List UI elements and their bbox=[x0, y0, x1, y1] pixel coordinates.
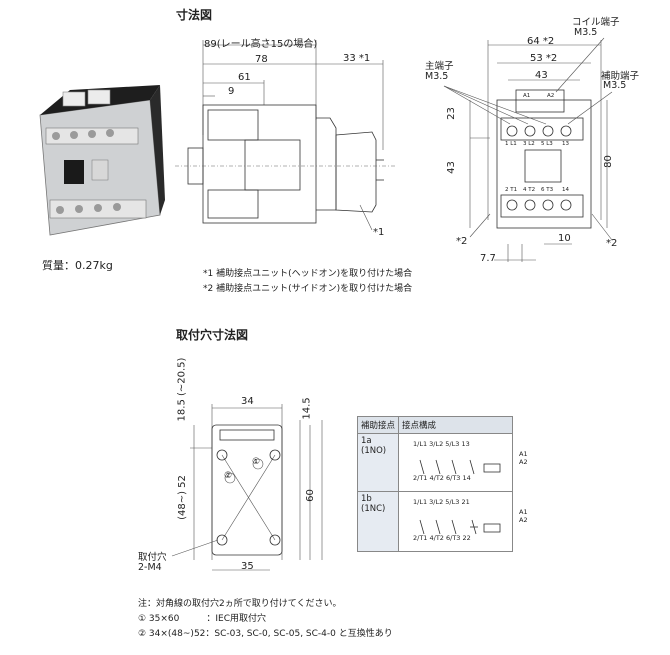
dim-89: 89(レール高さ15の場合) bbox=[204, 39, 318, 50]
dim-52: (48~) 52 bbox=[176, 475, 188, 520]
dim-33: 33 *1 bbox=[343, 53, 371, 64]
terminal-a1: A1 bbox=[523, 93, 531, 99]
coil-screw-label: M3.5 bbox=[574, 27, 598, 38]
mounting-title: 取付穴寸法図 bbox=[176, 328, 249, 342]
footnote-2: ① 35×60 ：IEC用取付穴 bbox=[138, 614, 266, 624]
dim-10: 10 bbox=[558, 233, 571, 244]
aux-contact-table: 補助接点 接点構成 1a (1NO) 1/L1 3/L2 5/L3 13 A1 … bbox=[357, 416, 528, 552]
footnote-3: ② 34×(48~)52：SC-03, SC-0, SC-05, SC-4-0 … bbox=[138, 629, 393, 639]
terminal-a2: A2 bbox=[547, 93, 555, 99]
dim-64: 64 *2 bbox=[527, 36, 555, 47]
dim-14-5: 14.5 bbox=[301, 397, 313, 420]
upper-term-3: 5 L3 bbox=[541, 141, 553, 147]
dim-18-5: 18.5 (~20.5) bbox=[176, 357, 188, 422]
aux-terminal-label: 補助端子 bbox=[601, 71, 640, 82]
row-1b-diagram: 1/L1 3/L2 5/L3 21 A1 A2 2/T1 4/T2 6/T3 2… bbox=[398, 491, 528, 552]
dim-34: 34 bbox=[241, 396, 254, 407]
row-1b-top: 1/L1 3/L2 5/L3 21 bbox=[413, 498, 470, 506]
dim-53: 53 *2 bbox=[530, 53, 558, 64]
table-header-aux: 補助接点 bbox=[357, 416, 399, 434]
main-terminal-label: 主端子 bbox=[425, 61, 454, 72]
hole-spec: 2-M4 bbox=[138, 562, 162, 573]
dim-43-top: 43 bbox=[535, 70, 548, 81]
lower-term-1: 2 T1 bbox=[505, 187, 518, 193]
dim-9: 9 bbox=[228, 86, 235, 97]
dim-78: 78 bbox=[255, 54, 268, 65]
side-view-drawing bbox=[175, 40, 395, 231]
dim-35: 35 bbox=[241, 561, 254, 572]
upper-term-4: 13 bbox=[562, 141, 569, 147]
circle-label-1: ① bbox=[252, 457, 261, 467]
callout-1: *1 bbox=[373, 227, 385, 238]
star-left: *2 bbox=[456, 236, 468, 247]
row-1a-type: 1a bbox=[361, 436, 372, 446]
upper-term-1: 1 L1 bbox=[505, 141, 517, 147]
row-1a-coil: A1 A2 bbox=[519, 450, 528, 466]
dim-43-left: 43 bbox=[445, 161, 457, 174]
dim-61: 61 bbox=[238, 72, 251, 83]
lower-term-2: 4 T2 bbox=[523, 187, 536, 193]
row-1a-sub: (1NO) bbox=[361, 446, 387, 456]
circle-label-2: ② bbox=[224, 471, 233, 481]
weight-label: 質量：0.27kg bbox=[42, 259, 113, 272]
note-1: *1 補助接点ユニット(ヘッドオン)を取り付けた場合 bbox=[203, 269, 413, 279]
row-1b-sub: (1NC) bbox=[361, 504, 386, 514]
row-1b-coil: A1 A2 bbox=[519, 508, 528, 524]
lower-term-3: 6 T3 bbox=[541, 187, 554, 193]
upper-term-2: 3 L2 bbox=[523, 141, 535, 147]
table-row-1a: 1a (1NO) bbox=[357, 433, 399, 492]
table-row-1b: 1b (1NC) bbox=[357, 491, 399, 552]
coil-terminal-label: コイル端子 bbox=[572, 17, 620, 28]
star-right: *2 bbox=[606, 238, 618, 249]
row-1a-bottom: 2/T1 4/T2 6/T3 14 bbox=[413, 474, 471, 482]
dim-80: 80 bbox=[602, 155, 614, 168]
row-1a-top: 1/L1 3/L2 5/L3 13 bbox=[413, 440, 470, 448]
row-1a-diagram: 1/L1 3/L2 5/L3 13 A1 A2 2/T1 4/T2 6/T3 1… bbox=[398, 433, 528, 492]
note-2: *2 補助接点ユニット(サイドオン)を取り付けた場合 bbox=[203, 284, 413, 294]
front-view-drawing bbox=[443, 37, 613, 262]
dim-23: 23 bbox=[445, 107, 457, 120]
aux-screw-label: M3.5 bbox=[603, 80, 627, 91]
dimensions-title: 寸法図 bbox=[176, 8, 213, 22]
table-header-config: 接点構成 bbox=[398, 416, 513, 434]
contactor-photo bbox=[39, 85, 165, 236]
mounting-hole-drawing bbox=[171, 404, 323, 571]
main-screw-label: M3.5 bbox=[425, 71, 449, 82]
hole-label: 取付穴 bbox=[138, 552, 167, 563]
footnote-1: 注：対角線の取付穴2ヵ所で取り付けてください。 bbox=[138, 599, 342, 609]
row-1b-bottom: 2/T1 4/T2 6/T3 22 bbox=[413, 534, 471, 542]
dim-7-7: 7.7 bbox=[480, 253, 496, 264]
row-1b-type: 1b bbox=[361, 494, 372, 504]
lower-term-4: 14 bbox=[562, 187, 569, 193]
dim-60: 60 bbox=[304, 489, 316, 502]
